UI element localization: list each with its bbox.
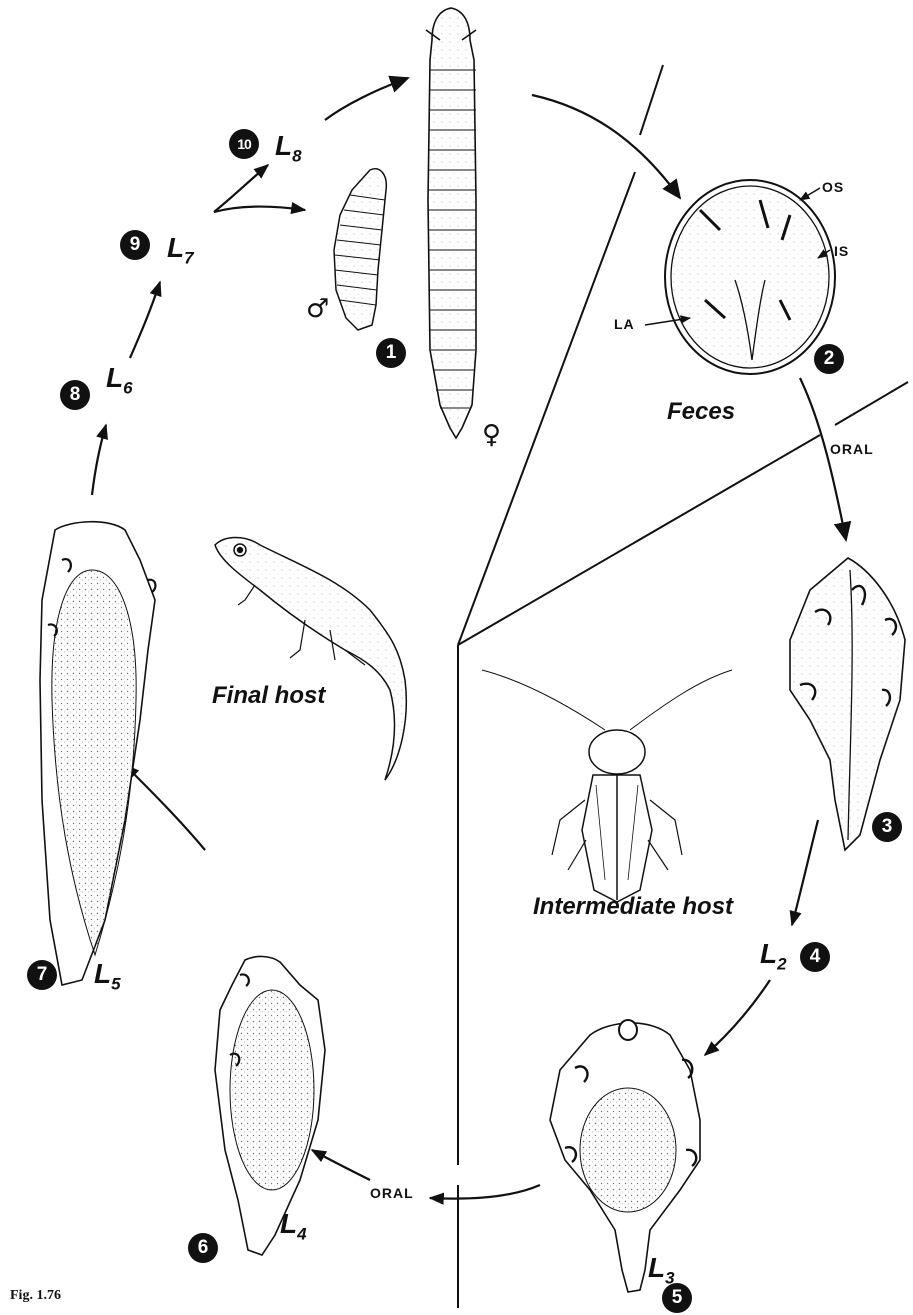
feces-label: Feces [667,398,735,426]
divider-diagonal [458,435,820,645]
arrow-l3-to-l4 [430,1185,540,1199]
female-symbol: ♀ [482,420,501,450]
female-adult-worm [426,8,476,438]
figure-caption: Fig. 1.76 [10,1288,61,1304]
intermediate-host-label: Intermediate host [533,893,733,921]
step-number-9: 9 [120,230,150,260]
egg-os-label: OS [822,179,844,195]
step-number-1: 1 [376,338,406,368]
larva-l4 [215,956,325,1255]
egg-is-label: IS [834,243,849,259]
step-number-8: 8 [60,380,90,410]
male-symbol: ♂ [306,294,329,324]
stage-label-l4: L4 [280,1208,307,1245]
male-adult-worm [334,169,386,330]
divider-top-tick [640,65,663,135]
arrow-l4-to-l5 [125,765,205,850]
stage-label-l3: L3 [648,1252,675,1289]
stage-label-l5: L5 [94,958,121,995]
arrow-l5-to-l6 [92,425,106,495]
step-number-4: 4 [800,942,830,972]
final-host-label: Final host [212,682,325,710]
arrow-l6-to-l7 [130,282,160,358]
stage-label-l8: L8 [275,130,302,167]
larva-l3 [550,1020,700,1292]
arrow-l7-to-male [214,206,305,212]
divider-right-tick [835,382,908,425]
arrow-egg-to-oral [800,378,846,540]
larva-l1 [790,558,905,850]
oral-route-label-bottom: ORAL [370,1185,414,1201]
stage-label-l2: L2 [760,938,787,975]
arrow-l1-to-l2 [792,820,818,925]
arrow-female-to-egg [532,95,680,198]
larva-l5 [40,522,155,985]
divider-upper-left [458,172,635,645]
step-number-2: 2 [814,344,844,374]
oral-route-label-top: ORAL [830,441,874,457]
step-number-6: 6 [188,1233,218,1263]
stage-label-l7: L7 [167,232,194,269]
step-number-3: 3 [872,812,902,842]
stage-label-l6: L6 [106,362,133,399]
cockroach-illustration [482,670,732,902]
step-number-7: 7 [27,960,57,990]
egg-os-pointer [800,188,820,200]
gecko-illustration [215,538,406,781]
egg [645,180,835,374]
step-number-10: 10 [229,129,259,159]
arrow-l8-to-female [325,78,408,120]
egg-la-label: LA [614,316,635,332]
arrow-l2-to-l3 [705,980,770,1055]
arrow-l7-to-l8 [214,165,268,212]
arrow-oral-to-l4 [312,1150,370,1180]
